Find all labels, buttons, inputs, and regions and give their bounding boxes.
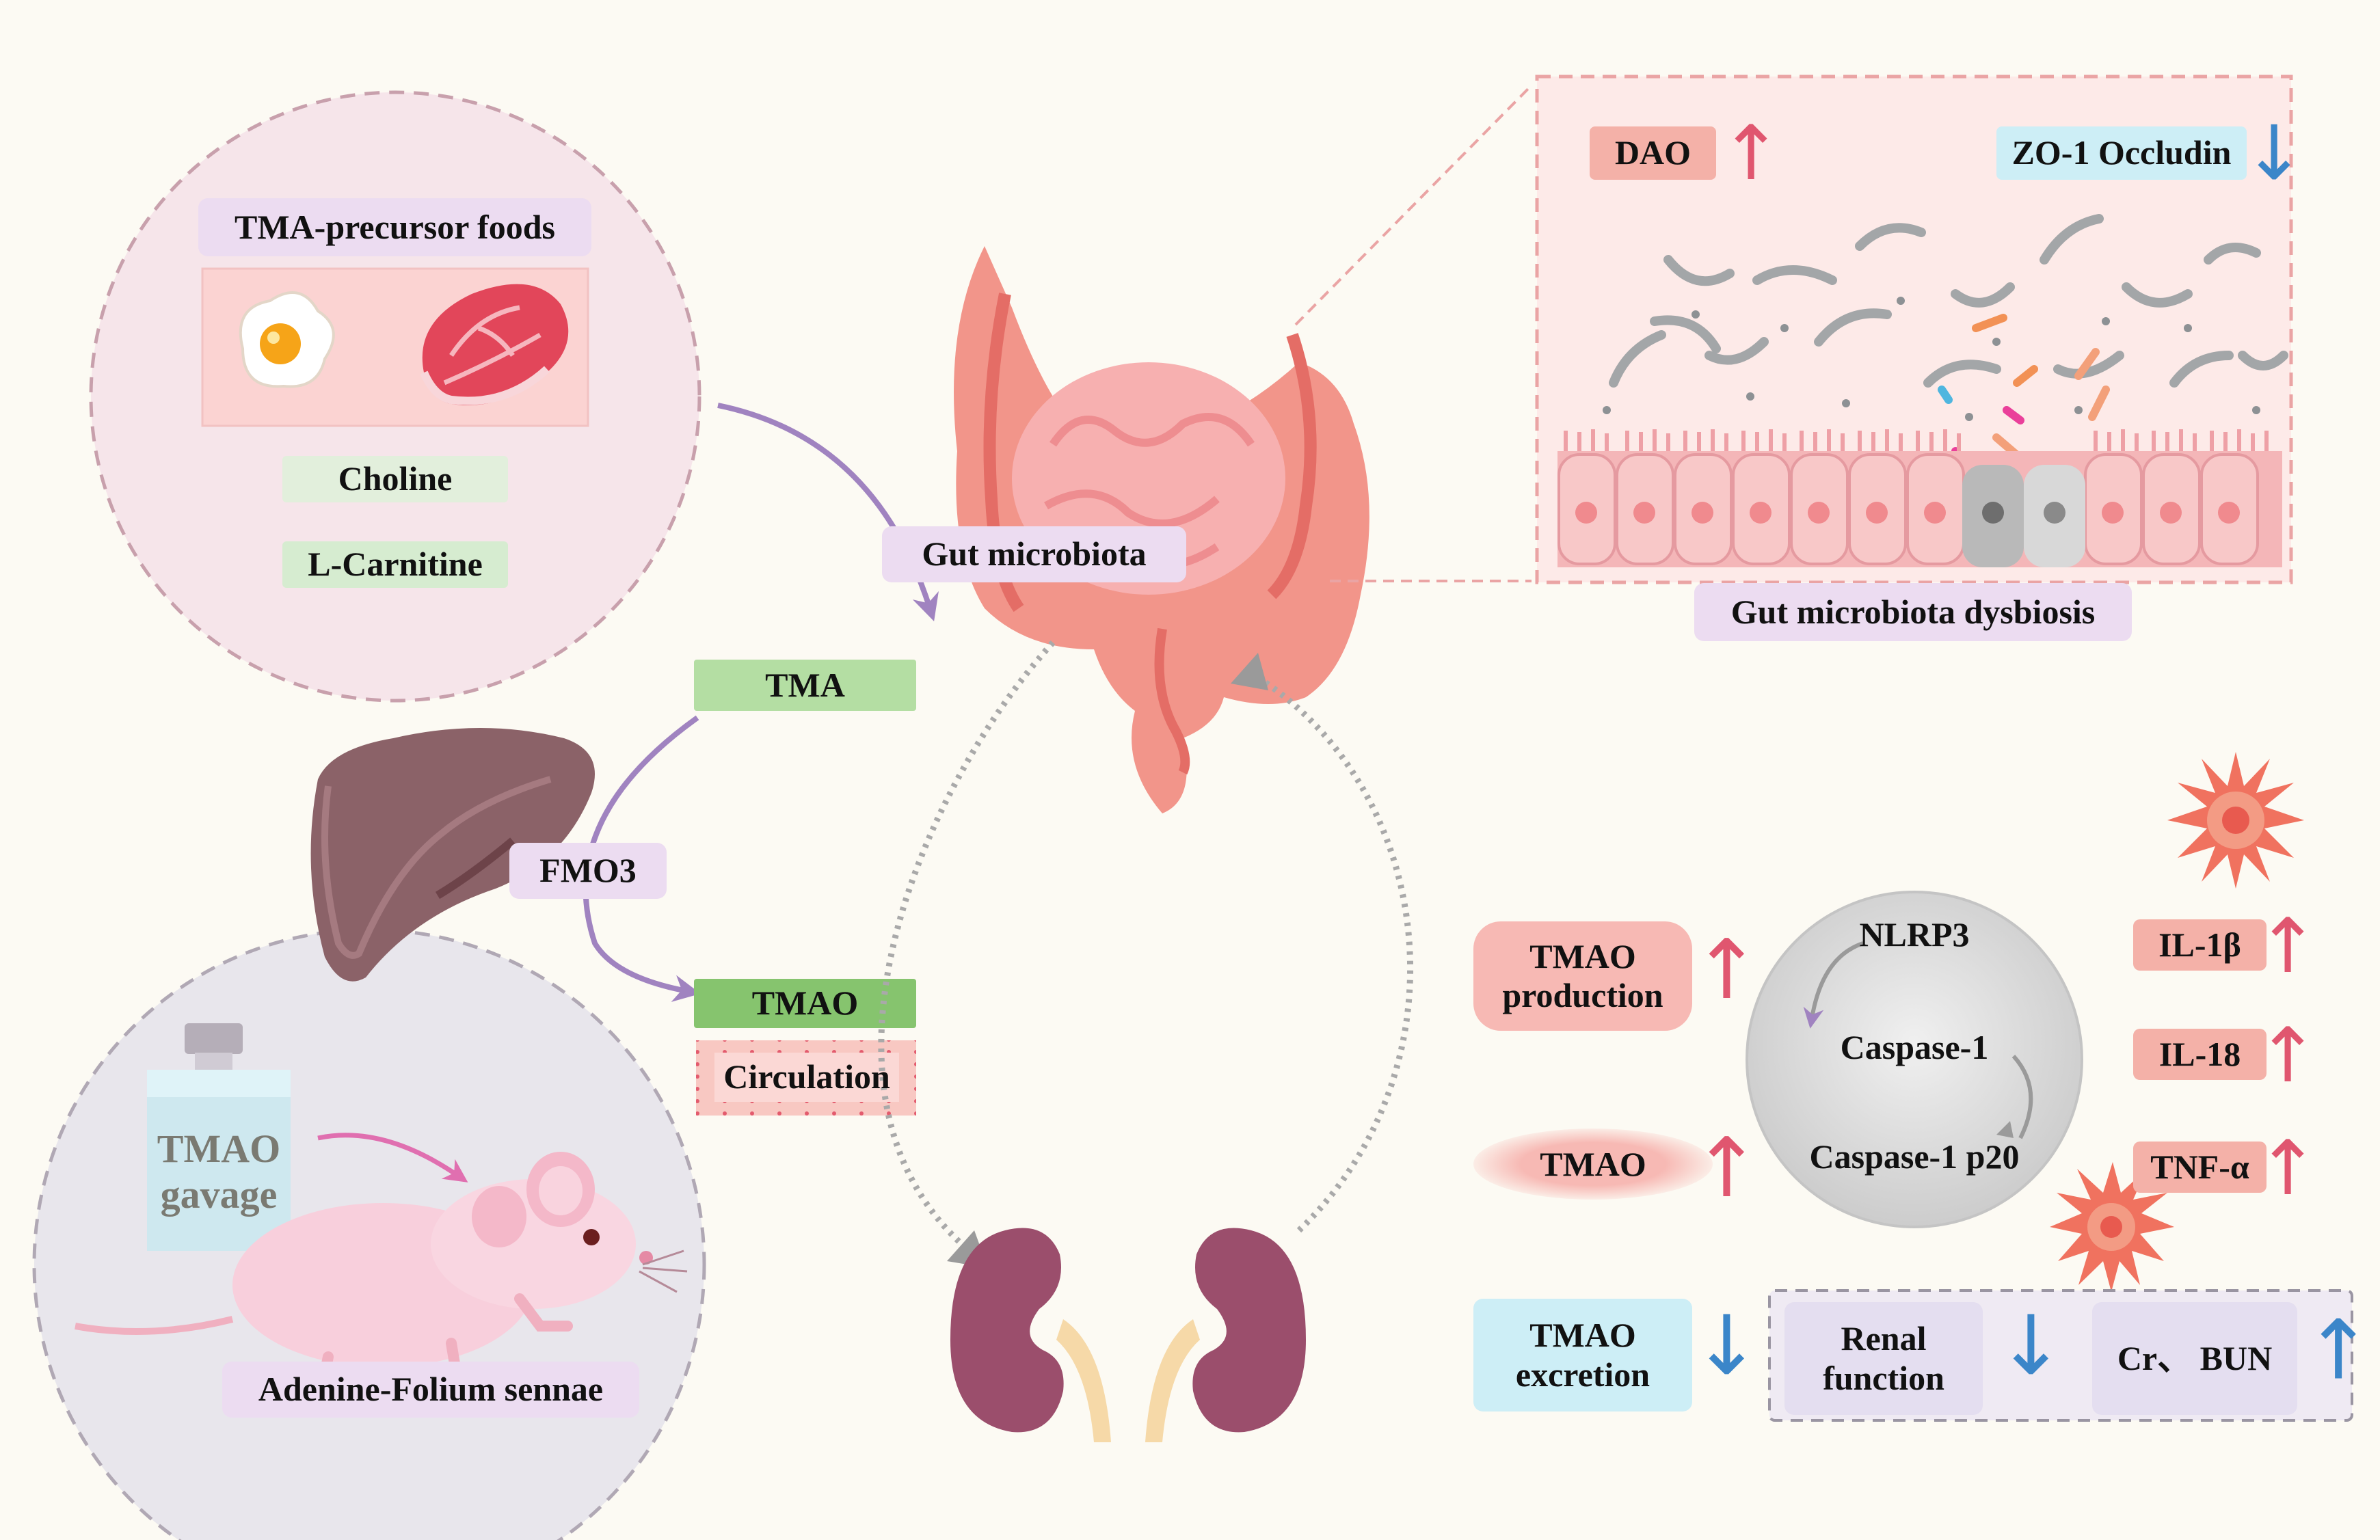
tmao-production-label: TMAO production bbox=[1502, 936, 1663, 1015]
tmao-production-up-arrow: ↑ bbox=[1692, 923, 1761, 1018]
nlrp3-label: NLRP3 bbox=[1859, 915, 1970, 954]
fmo3-label: FMO3 bbox=[539, 851, 637, 890]
epithelial-cells bbox=[1557, 429, 2282, 567]
gut-microbiota-box bbox=[882, 526, 1186, 582]
tnf-a-up-arrow: ↑ bbox=[2256, 1124, 2320, 1212]
fried-egg-icon bbox=[239, 291, 335, 388]
tmao-label: TMAO bbox=[751, 984, 859, 1023]
tmao-excretion-box bbox=[1473, 1299, 1692, 1411]
renal-function-down-arrow: ↓ bbox=[1996, 1299, 2065, 1394]
zo1-occludin-label: ZO-1 Occludin bbox=[2011, 133, 2232, 172]
dao-box bbox=[1590, 126, 1716, 180]
fmo3-box bbox=[509, 843, 667, 899]
cr-bun-up-arrow: ↓ bbox=[2304, 1299, 2373, 1394]
barrier-zoom-panel bbox=[1535, 75, 2293, 584]
gut-microbiota-dysbiosis-label: Gut microbiota dysbiosis bbox=[1730, 592, 2096, 631]
mouse-group bbox=[32, 928, 706, 1540]
il1b-box bbox=[2133, 919, 2267, 971]
bacteria-dots bbox=[1603, 297, 2260, 421]
inflammasome-circle bbox=[1746, 891, 2083, 1228]
caspase-1-label: Caspase-1 bbox=[1840, 1027, 1989, 1066]
nlrp3-to-casp1-arrow bbox=[1803, 941, 1864, 1029]
dysbiosis-box bbox=[1694, 583, 2132, 641]
carnitine-box bbox=[282, 541, 508, 588]
il-18-up-arrow: ↑ bbox=[2256, 1012, 2320, 1099]
il-1b-up-arrow: ↑ bbox=[2256, 902, 2320, 990]
tmao-excretion-label: TMAO excretion bbox=[1515, 1316, 1650, 1394]
gavage-bottle-icon bbox=[147, 1023, 291, 1251]
tma-precursor-foods-label: TMA-precursor foods bbox=[198, 198, 591, 256]
kidney-to-gut-arc bbox=[1249, 671, 1413, 1233]
cytokine-burst-top bbox=[2167, 752, 2304, 889]
tmao-production-box bbox=[1473, 921, 1692, 1031]
choline-box bbox=[282, 456, 508, 502]
circulation-label-bg bbox=[714, 1053, 899, 1102]
tmao-box bbox=[694, 979, 916, 1028]
l-carnitine-label: L-Carnitine bbox=[308, 545, 483, 584]
tnfa-box bbox=[2133, 1142, 2267, 1193]
il-1b-label: IL-1β bbox=[2158, 925, 2241, 964]
renal-function-label: Renal function bbox=[1823, 1319, 1944, 1397]
liver-illustration bbox=[310, 728, 595, 982]
dao-label: DAO bbox=[1614, 133, 1692, 172]
zoom-lines bbox=[1294, 87, 1532, 582]
circulation-label: Circulation bbox=[723, 1057, 890, 1096]
gut-microbiota-label: Gut microbiota bbox=[922, 535, 1147, 573]
cr-bun-box bbox=[2092, 1302, 2297, 1415]
circulation-to-kidney-arc bbox=[878, 640, 1056, 1260]
tmao-level-box bbox=[1473, 1129, 1713, 1200]
gavage-arrow bbox=[317, 1133, 468, 1183]
il-18-label: IL-18 bbox=[2158, 1034, 2241, 1073]
renal-function-box bbox=[1784, 1302, 1983, 1415]
model-name-box bbox=[222, 1362, 639, 1418]
il18-box bbox=[2133, 1029, 2267, 1080]
tma-label: TMA bbox=[765, 665, 845, 704]
tmao-excretion-down-arrow: ↓ bbox=[1692, 1299, 1761, 1394]
casp1-to-p20-arrow bbox=[2011, 1054, 2033, 1139]
tma-to-tmao-arrow bbox=[583, 715, 701, 1002]
diet-group bbox=[89, 90, 701, 703]
zo1-down-arrow: ↓ bbox=[2243, 109, 2306, 197]
tmao-level-up-arrow: ↑ bbox=[1692, 1121, 1761, 1216]
cytokine-burst-bottom bbox=[2050, 1162, 2174, 1292]
adenine-folium-sennae-label: Adenine-Folium sennae bbox=[258, 1370, 604, 1409]
choline-label: Choline bbox=[338, 459, 453, 498]
cr-bun-label: Cr、 BUN bbox=[2117, 1338, 2273, 1377]
raw-meat-icon bbox=[420, 284, 569, 405]
caspase-1-p20-label: Caspase-1 p20 bbox=[1809, 1137, 2020, 1176]
casp1-arrowhead bbox=[1996, 1121, 2014, 1138]
gut-arc-arrowhead bbox=[1231, 653, 1268, 690]
tmao-level-label: TMAO bbox=[1540, 1145, 1646, 1184]
kidneys-illustration bbox=[950, 1228, 1306, 1442]
tmao-gavage-label: TMAO gavage bbox=[157, 1126, 281, 1217]
dao-up-arrow: ↑ bbox=[1720, 109, 1783, 197]
bacteria-field bbox=[1609, 214, 2288, 388]
zo1-box bbox=[1996, 126, 2247, 180]
tma-box bbox=[694, 660, 916, 711]
tnf-a-label: TNF-α bbox=[2150, 1147, 2249, 1186]
